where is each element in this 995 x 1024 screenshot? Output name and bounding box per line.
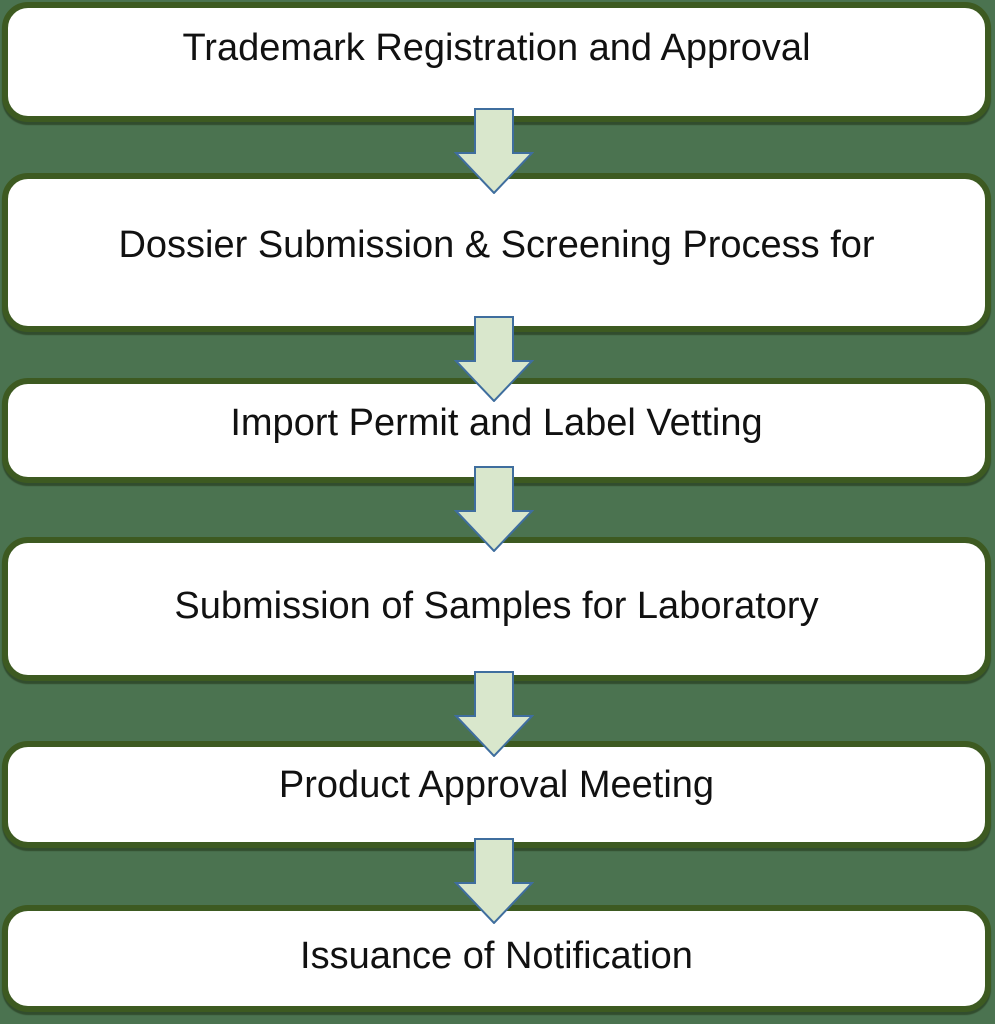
flow-step-label: Import Permit and Label Vetting bbox=[230, 401, 763, 444]
flow-step-label: Dossier Submission & Screening Process f… bbox=[118, 223, 875, 266]
flow-step-label: Issuance of Notification bbox=[300, 934, 693, 977]
down-arrow-icon bbox=[454, 316, 534, 402]
down-arrow-icon bbox=[454, 671, 534, 757]
flow-step-label: Submission of Samples for Laboratory bbox=[174, 585, 819, 628]
flow-step-approval-meeting: Product Approval Meeting bbox=[2, 741, 991, 848]
flow-step-label: Trademark Registration and Approval bbox=[182, 27, 811, 70]
flow-step-label: Product Approval Meeting bbox=[278, 763, 715, 806]
down-arrow-icon bbox=[454, 838, 534, 924]
down-arrow-icon bbox=[454, 108, 534, 194]
flow-step-dossier-submission: Dossier Submission & Screening Process f… bbox=[2, 173, 991, 332]
flow-step-issuance-notification: Issuance of Notification bbox=[2, 905, 991, 1012]
down-arrow-icon bbox=[454, 466, 534, 552]
flow-step-sample-submission: Submission of Samples for Laboratory bbox=[2, 537, 991, 681]
flow-step-trademark-registration: Trademark Registration and Approval bbox=[2, 2, 991, 122]
